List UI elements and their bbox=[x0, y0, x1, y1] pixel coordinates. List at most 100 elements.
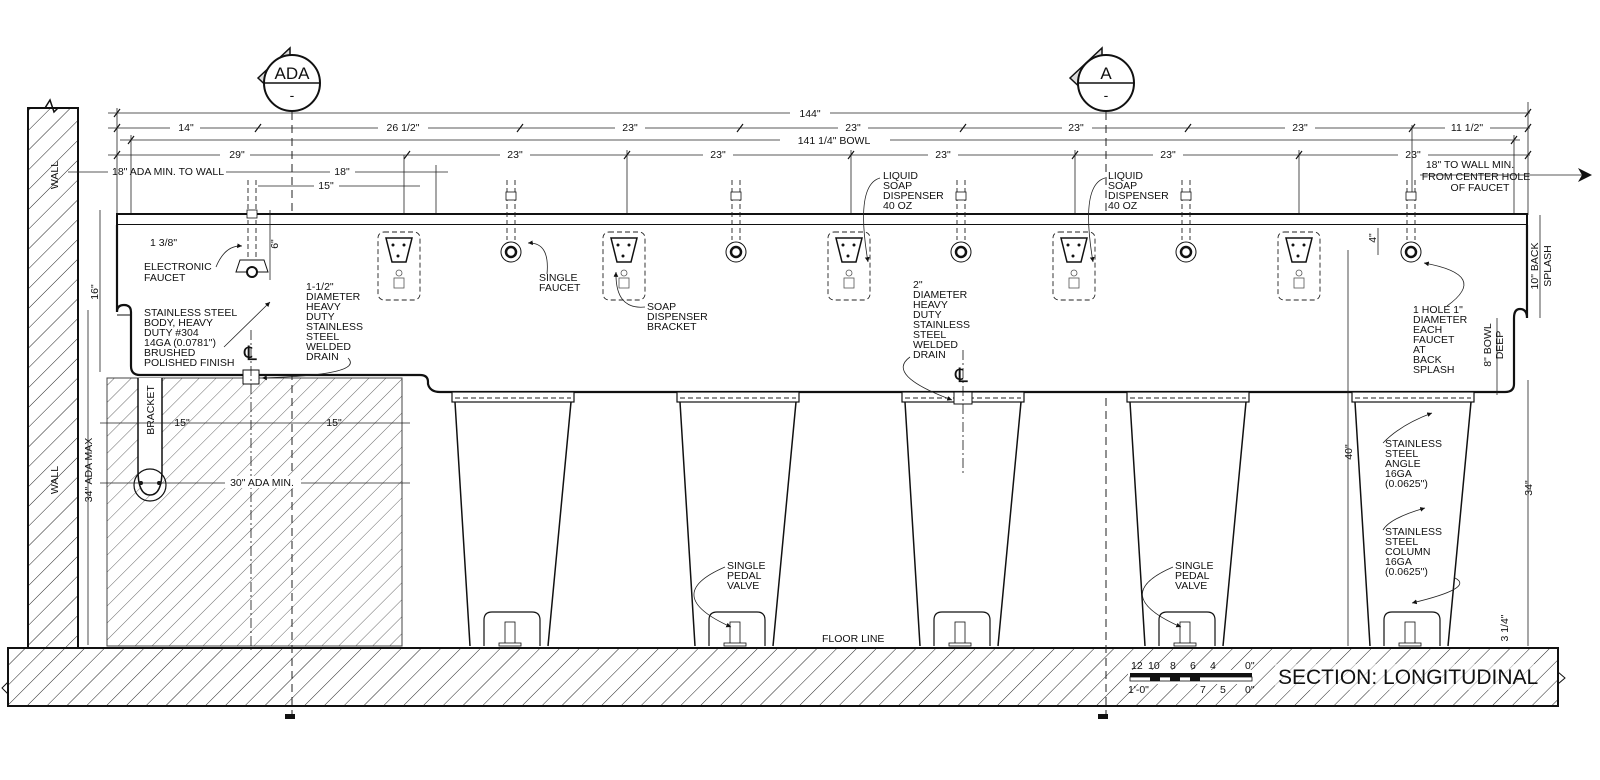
callout-line: DISPENSER bbox=[883, 190, 944, 202]
right-vertical-dims: 4" 10" BACK SPLASH 8" BOWL DEEP 40" 34" … bbox=[1343, 215, 1554, 646]
dim-row2-2: 23" bbox=[710, 149, 726, 161]
callout-line: VALVE bbox=[727, 580, 759, 592]
scale-label: 12 bbox=[1131, 660, 1143, 672]
callout-line: SOAP bbox=[647, 301, 676, 313]
callout-line: 1-1/2" bbox=[306, 281, 334, 293]
dim-bowl: 141 1/4" BOWL bbox=[798, 135, 871, 147]
callout-line: COLUMN bbox=[1385, 546, 1431, 558]
dim-row1-4: 23" bbox=[1068, 122, 1084, 134]
callout-line: STEEL bbox=[1385, 448, 1418, 460]
callout-line: DISPENSER bbox=[1108, 190, 1169, 202]
wall-bracket: BRACKET bbox=[133, 378, 167, 502]
dim-16: 16" bbox=[89, 284, 101, 300]
callout-line: LIQUID bbox=[1108, 170, 1143, 182]
sink-body bbox=[115, 213, 1529, 394]
callout-line: DIAMETER bbox=[913, 289, 968, 301]
callout-line: 14GA (0.0781") bbox=[144, 337, 216, 349]
floor-line-label: FLOOR LINE bbox=[822, 633, 884, 645]
scale-bar: 12 10 8 6 4 0" 1'-0" 7 5 0" bbox=[1128, 660, 1256, 696]
dim-ada-max: 34" ADA MAX bbox=[83, 438, 95, 502]
scale-label: 8 bbox=[1170, 660, 1176, 672]
dim-18: 18" bbox=[334, 166, 350, 178]
dim-row1-2: 23" bbox=[622, 122, 638, 134]
dim-row1-0: 14" bbox=[178, 122, 194, 134]
callout-electronic-faucet: ELECTRONIC FAUCET bbox=[144, 243, 243, 284]
dim-row1-3: 23" bbox=[845, 122, 861, 134]
scale-label: 0" bbox=[1245, 684, 1255, 696]
callout-line: STAINLESS STEEL bbox=[144, 307, 237, 319]
callout-line: HEAVY bbox=[306, 301, 341, 313]
scale-label: 6 bbox=[1190, 660, 1196, 672]
callout-line: DIAMETER bbox=[1413, 314, 1468, 326]
callout-line: FAUCET bbox=[539, 282, 581, 294]
dim-row2-0: 29" bbox=[229, 149, 245, 161]
dim-row1-6: 11 1/2" bbox=[1451, 122, 1483, 134]
dim-back-splash-1: 10" BACK bbox=[1529, 243, 1541, 290]
section-marker-ada-sub: - bbox=[290, 87, 295, 103]
dim-ada-wall: 18" ADA MIN. TO WALL bbox=[112, 166, 224, 178]
callout-line: STEEL bbox=[306, 331, 339, 343]
electronic-faucet bbox=[235, 180, 269, 278]
callout-line: FAUCET bbox=[1413, 334, 1455, 346]
callout-line: DRAIN bbox=[306, 351, 339, 363]
dim-bowl-deep-2: DEEP bbox=[1494, 331, 1506, 360]
drawing-title: SECTION: LONGITUDINAL bbox=[1278, 666, 1538, 689]
dim-right-wall-1: 18" TO WALL MIN. bbox=[1426, 159, 1514, 171]
dim-34: 34" bbox=[1523, 480, 1535, 496]
callout-line: 1 HOLE 1" bbox=[1413, 304, 1463, 316]
callout-line: PEDAL bbox=[727, 570, 762, 582]
callout-line: BODY, HEAVY bbox=[144, 317, 213, 329]
callout-line: SINGLE bbox=[1175, 560, 1214, 572]
callout-line: DUTY bbox=[306, 311, 335, 323]
callout-line: STAINLESS bbox=[1385, 438, 1442, 450]
callout-line: BACK bbox=[1413, 354, 1442, 366]
callout-line: POLISHED FINISH bbox=[144, 357, 234, 369]
label-bracket: BRACKET bbox=[145, 385, 157, 435]
section-marker-a-label: A bbox=[1100, 64, 1112, 83]
dim-4: 4" bbox=[1367, 233, 1379, 243]
callout-drain-small: 1-1/2" DIAMETER HEAVY DUTY STAINLESS STE… bbox=[261, 281, 363, 381]
callout-pedal-2: SINGLE PEDAL VALVE bbox=[1142, 560, 1214, 628]
centerline-symbol-center: ℄ bbox=[954, 365, 968, 387]
dim-knee-left: 15" bbox=[174, 417, 190, 429]
callout-line: VALVE bbox=[1175, 580, 1207, 592]
centerline-symbol-left: ℄ bbox=[243, 343, 257, 365]
callout-line: (0.0625") bbox=[1385, 566, 1428, 578]
scale-label: 4 bbox=[1210, 660, 1216, 672]
dim-knee-total: 30" ADA MIN. bbox=[230, 477, 294, 489]
callout-line: SINGLE bbox=[727, 560, 766, 572]
callout-line: AT bbox=[1413, 344, 1426, 356]
callout-line: SPLASH bbox=[1413, 364, 1454, 376]
callout-line: SINGLE bbox=[539, 272, 578, 284]
faucets bbox=[235, 178, 1423, 278]
callout-line: DIAMETER bbox=[306, 291, 361, 303]
callout-soap-bracket: SOAP DISPENSER BRACKET bbox=[613, 271, 708, 333]
callouts: ELECTRONIC FAUCET STAINLESS STEEL BODY, … bbox=[144, 170, 1468, 645]
dim-right-wall-2: FROM CENTER HOLE bbox=[1422, 171, 1531, 183]
callout-line: DISPENSER bbox=[647, 311, 708, 323]
scale-label: 0" bbox=[1245, 660, 1255, 672]
callout-line: EACH bbox=[1413, 324, 1442, 336]
callout-line: SOAP bbox=[1108, 180, 1137, 192]
left-vertical-dims: 16" 34" ADA MAX 6" 1 3/8" 15" 15" 30" AD… bbox=[83, 210, 410, 645]
callout-line: 2" bbox=[913, 279, 923, 291]
section-marker-a: A - bbox=[1068, 46, 1135, 719]
callout-line: STAINLESS bbox=[1385, 526, 1442, 538]
callout-line: FAUCET bbox=[144, 272, 186, 284]
dim-row2-5: 23" bbox=[1405, 149, 1421, 161]
drains: ℄ ℄ bbox=[242, 330, 973, 650]
callout-line: 16GA bbox=[1385, 556, 1412, 568]
wall-label-bottom: WALL bbox=[49, 466, 61, 494]
callout-line: STEEL bbox=[913, 329, 946, 341]
scale-label: 10 bbox=[1148, 660, 1160, 672]
callout-hole: 1 HOLE 1" DIAMETER EACH FAUCET AT BACK S… bbox=[1413, 261, 1468, 376]
dim-1-3-8: 1 3/8" bbox=[150, 237, 177, 249]
callout-line: BRACKET bbox=[647, 321, 697, 333]
dim-40: 40" bbox=[1343, 444, 1355, 460]
dim-row1-1: 26 1/2" bbox=[387, 122, 420, 134]
dim-3-1-4: 3 1/4" bbox=[1499, 614, 1511, 641]
dim-15: 15" bbox=[318, 180, 334, 192]
dimension-lines: 144" 141 1/4" BOWL 14" 26 1/2" 23" 23" 2… bbox=[68, 107, 1592, 194]
callout-line: LIQUID bbox=[883, 170, 918, 182]
dim-right-wall-3: OF FAUCET bbox=[1451, 182, 1511, 194]
